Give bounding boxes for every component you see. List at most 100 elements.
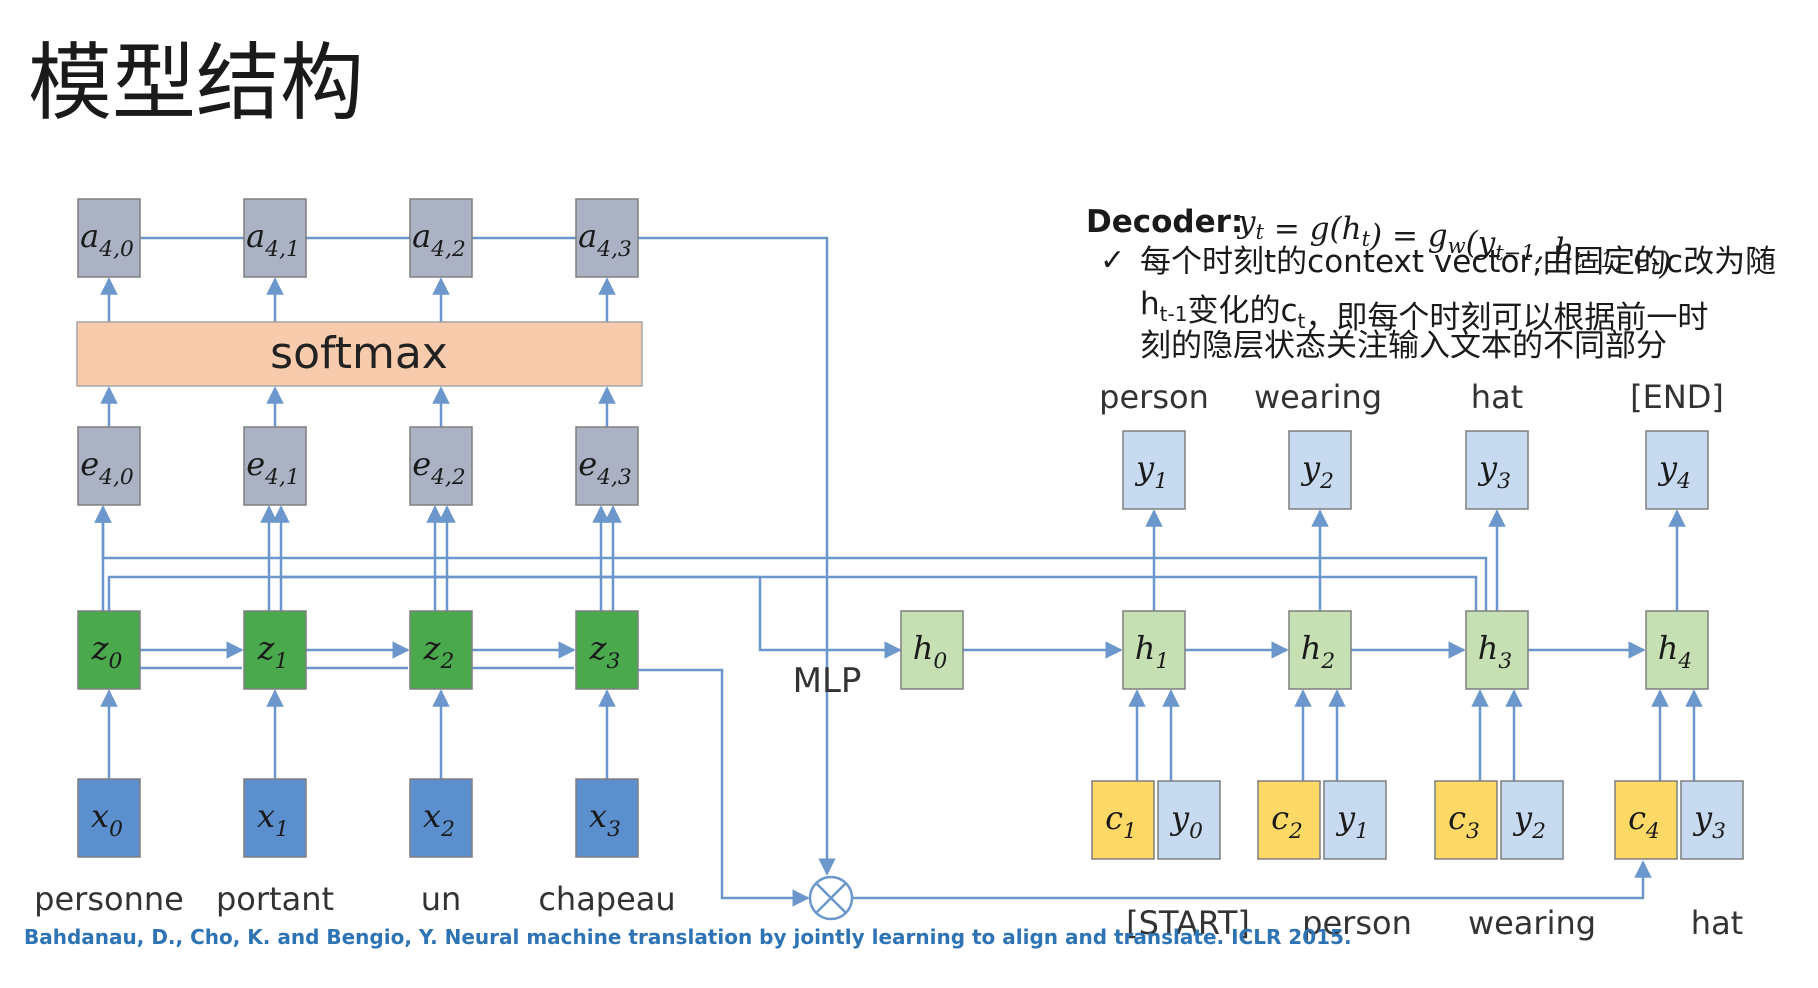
prev-output-node-label: y2	[1512, 799, 1546, 844]
decoder-formula: yt = g(ht) = gw(yt−1, ht−1, ct)	[1236, 204, 1671, 282]
attention-node: a4,2	[409, 198, 473, 278]
encoder-hidden-node: z3	[575, 610, 639, 690]
prev-output-node-label: y0	[1169, 799, 1203, 844]
decoder-output-word: hat	[1471, 378, 1523, 416]
encoder-input-word: personne	[34, 880, 184, 918]
attention-node-label: a4,1	[246, 217, 300, 262]
attention-node-label: a4,3	[578, 217, 632, 262]
context-node: c4	[1614, 780, 1678, 860]
decoder-output-node-label: y3	[1477, 449, 1511, 494]
encoder-input-node: x2	[409, 778, 473, 858]
encoder-hidden-node-label: z0	[91, 629, 123, 674]
softmax-layer: softmax	[76, 321, 643, 387]
diagram-nodes: a4,0 a4,1 a4,2 a4,3 e4,0 e4,1 e4,2 e4,3 z0 z1 z2 z3…	[77, 198, 1744, 860]
decoder-output-node-label: y4	[1657, 449, 1691, 494]
initial-decoder-state-node: h0	[900, 610, 964, 690]
context-node-label: c1	[1105, 799, 1137, 844]
context-to-c4	[852, 860, 1652, 900]
energy-node: e4,3	[575, 426, 639, 506]
encoder-input-word: un	[421, 880, 462, 918]
decoder-output-node-label: y1	[1134, 449, 1168, 494]
attention-node: a4,3	[575, 198, 639, 278]
decoder-input-word: [START]	[1126, 904, 1250, 942]
decoder-output-word: [END]	[1630, 378, 1724, 416]
encoder-input-node: x1	[243, 778, 307, 858]
encoder-hidden-node-label: z3	[589, 629, 621, 674]
decoder-hidden-node: h4	[1645, 610, 1709, 690]
decoder-output-node-label: y2	[1300, 449, 1334, 494]
encoder-input-word: chapeau	[538, 880, 675, 918]
encoder-input-node-label: x1	[257, 797, 289, 842]
encoder-input-node-label: x3	[589, 797, 621, 842]
decoder-output-node: y3	[1465, 430, 1529, 510]
decoder-hidden-node-label: h1	[1135, 629, 1169, 674]
context-node: c1	[1091, 780, 1155, 860]
slide-title: 模型结构	[28, 34, 364, 132]
checkmark-icon: ✓	[1100, 243, 1125, 278]
energy-node-label: e4,3	[578, 445, 632, 490]
encoder-hidden-node-label: z2	[423, 629, 455, 674]
context-node: c2	[1257, 780, 1321, 860]
diagram-labels: personne portant un chapeau person wearing hat…	[34, 378, 1743, 942]
decoder-output-node: y2	[1288, 430, 1352, 510]
citation: Bahdanau, D., Cho, K. and Bengio, Y. Neu…	[24, 925, 1352, 949]
note-line: ht-1变化的ct，即每个时刻可以根据前一时	[1140, 286, 1708, 336]
decoder-state-feedback	[94, 505, 1488, 611]
decoder-hidden-node: h3	[1465, 610, 1529, 690]
context-node-label: c3	[1448, 799, 1480, 844]
encoder-input-node-label: x2	[423, 797, 455, 842]
energy-node-label: e4,0	[80, 445, 134, 490]
prev-output-node-label: y1	[1335, 799, 1369, 844]
decoder-input-word: person	[1302, 904, 1412, 942]
encoder-input-node: x0	[77, 778, 141, 858]
connection-lines	[94, 236, 1703, 907]
decoder-output-word: wearing	[1254, 378, 1382, 416]
attention-node: a4,0	[77, 198, 141, 278]
decoder-hidden-node-label: h2	[1301, 629, 1335, 674]
decoder-hidden-node: h2	[1288, 610, 1352, 690]
note-line: 刻的隐层状态关注输入文本的不同部分	[1140, 328, 1667, 364]
prev-output-node: y1	[1323, 780, 1387, 860]
decoder-hidden-node: h1	[1122, 610, 1186, 690]
energy-node: e4,0	[77, 426, 141, 506]
attention-node-label: a4,0	[80, 217, 134, 262]
decoder-note: Decoder: yt = g(ht) = gw(yt−1, ht−1, ct)…	[1086, 204, 1776, 364]
initial-decoder-state-node-label: h0	[913, 629, 948, 674]
attention-weights-line	[638, 236, 836, 876]
context-node-label: c4	[1628, 799, 1660, 844]
encoder-input-word: portant	[216, 880, 334, 918]
decoder-output-node: y1	[1122, 430, 1186, 510]
softmax-label: softmax	[270, 328, 448, 379]
decoder-hidden-node-label: h4	[1658, 629, 1692, 674]
energy-node-label: e4,2	[412, 445, 466, 490]
encoder-input-node: x3	[575, 778, 639, 858]
encoder-to-context	[638, 668, 810, 907]
encoder-hidden-node: z2	[409, 610, 473, 690]
attention-node: a4,1	[243, 198, 307, 278]
prev-output-node: y2	[1500, 780, 1564, 860]
z0-to-h0	[107, 575, 902, 659]
decoder-input-word: hat	[1691, 904, 1743, 942]
prev-output-node: y0	[1157, 780, 1221, 860]
encoder-input-node-label: x0	[91, 797, 123, 842]
energy-node: e4,2	[409, 426, 473, 506]
circle-times-icon	[808, 875, 854, 921]
decoder-output-node: y4	[1645, 430, 1709, 510]
encoder-hidden-node: z0	[77, 610, 141, 690]
encoder-hidden-node-label: z1	[257, 629, 289, 674]
attention-node-label: a4,2	[412, 217, 466, 262]
note-line: 每个时刻t的context vector,由固定的c改为随	[1140, 244, 1776, 280]
energy-node: e4,1	[243, 426, 307, 506]
encoder-hidden-node: z1	[243, 610, 307, 690]
context-node-label: c2	[1271, 799, 1303, 844]
decoder-output-word: person	[1099, 378, 1209, 416]
decoder-hidden-node-label: h3	[1478, 629, 1512, 674]
prev-output-node: y3	[1680, 780, 1744, 860]
energy-node-label: e4,1	[246, 445, 300, 490]
connector	[281, 575, 1478, 611]
decoder-heading: Decoder:	[1086, 204, 1243, 240]
prev-output-node-label: y3	[1692, 799, 1726, 844]
context-node: c3	[1434, 780, 1498, 860]
